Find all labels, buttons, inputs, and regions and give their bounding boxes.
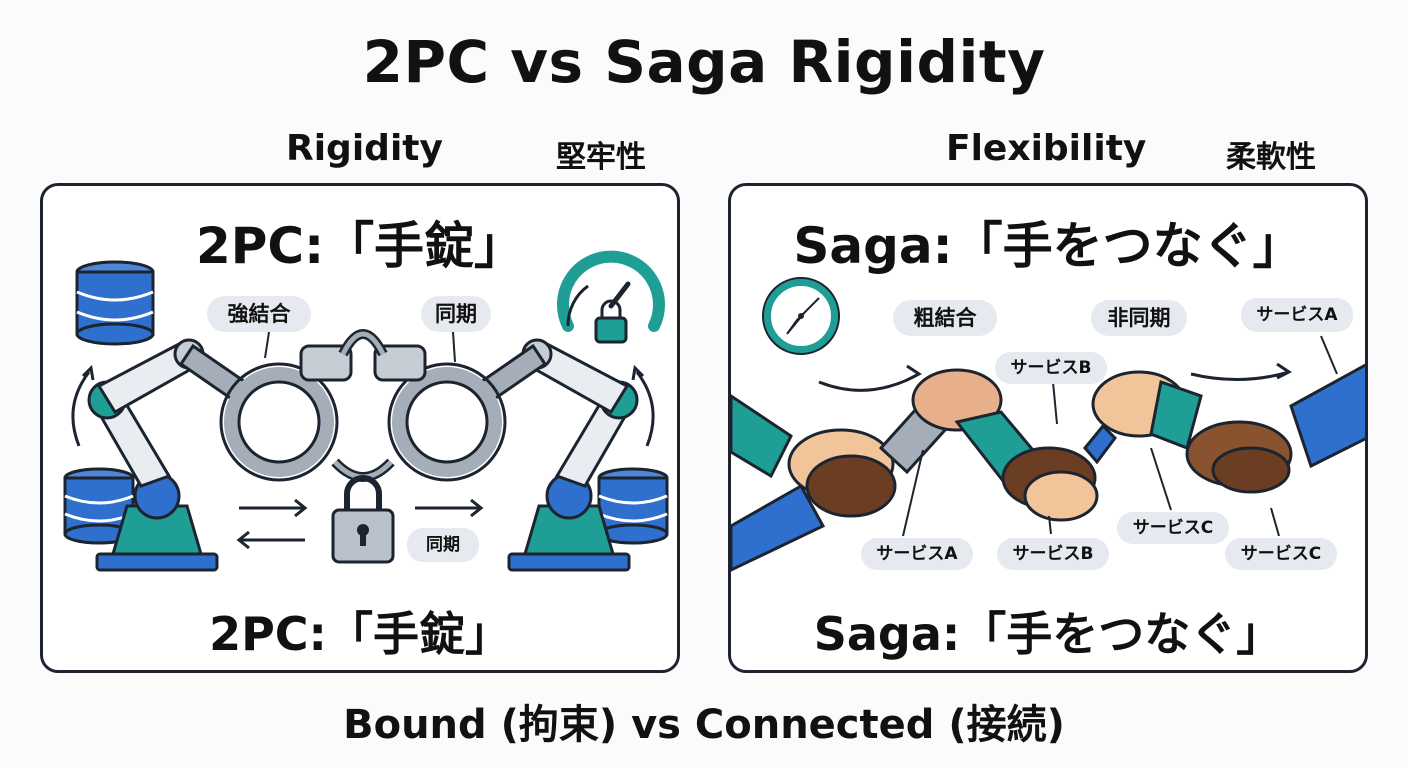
padlock-icon	[331, 475, 395, 564]
label-service-a-bottom: サービスA	[861, 538, 973, 570]
handcuffs-icon	[219, 329, 507, 482]
label-service-c-mid: サービスC	[1117, 512, 1229, 544]
right-bottom-title: Saga:「手をつなぐ」	[813, 607, 1283, 661]
right-heading: Flexibility	[946, 128, 1147, 169]
label-sync-bottom: 同期	[407, 528, 479, 562]
database-icon	[597, 467, 669, 545]
label-async: 非同期	[1091, 300, 1187, 336]
arrow-icon	[236, 498, 484, 550]
label-service-b-top: サービスB	[995, 352, 1107, 384]
left-panel-2pc: 2PC:「手錠」 強結合 同期 同期 2PC:「手錠」	[40, 183, 680, 673]
compass-icon	[762, 277, 840, 355]
left-illustration	[63, 250, 669, 572]
arrow-icon	[818, 362, 1292, 392]
label-loose-coupling: 粗結合	[893, 300, 997, 336]
robot-arm-icon	[472, 338, 655, 572]
label-service-a-top: サービスA	[1241, 298, 1353, 332]
robot-arm-icon	[71, 338, 254, 572]
database-icon	[75, 260, 155, 346]
right-panel-title: Saga:「手をつなぐ」	[793, 217, 1303, 275]
main-title: 2PC vs Saga Rigidity	[362, 28, 1046, 96]
left-bottom-title: 2PC:「手錠」	[209, 607, 511, 661]
gauge-lock-icon	[557, 250, 665, 344]
right-heading-jp: 柔軟性	[1226, 140, 1316, 175]
left-heading: Rigidity	[286, 128, 443, 169]
footer-caption: Bound (拘束) vs Connected (接続)	[343, 702, 1065, 748]
label-service-b-bottom: サービスB	[997, 538, 1109, 570]
label-service-c-bottom: サービスC	[1225, 538, 1337, 570]
right-illustration	[731, 277, 1365, 572]
right-panel-saga: Saga:「手をつなぐ」 粗結合 非同期 サービスA サービスB サービスC サ…	[728, 183, 1368, 673]
handshake-icon	[731, 363, 1365, 572]
left-heading-jp: 堅牢性	[556, 140, 646, 175]
label-tight-coupling: 強結合	[207, 296, 311, 332]
left-panel-title: 2PC:「手錠」	[195, 217, 525, 275]
label-sync-top: 同期	[421, 296, 491, 332]
